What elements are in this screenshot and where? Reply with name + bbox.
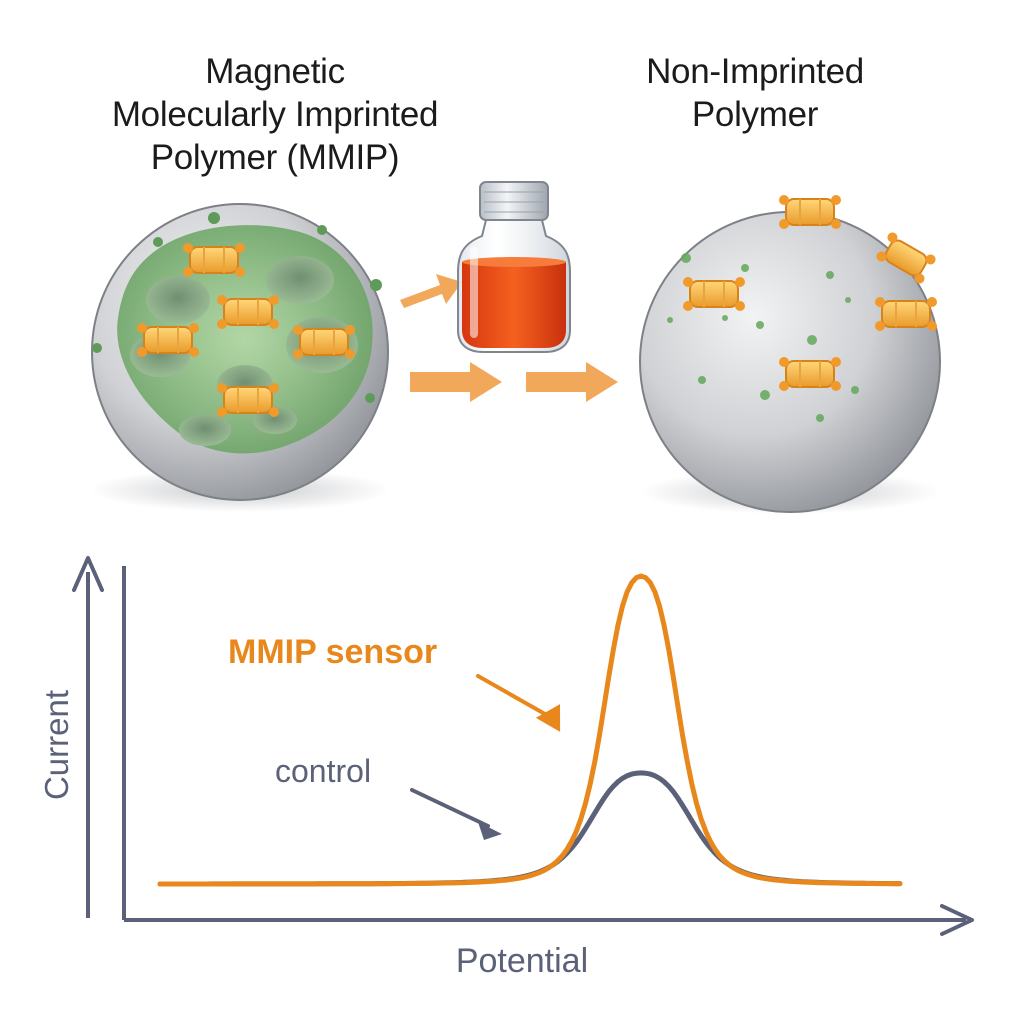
control-annotation-arrowhead-icon	[478, 822, 502, 840]
nip-molecule-5	[779, 357, 841, 391]
mmip-template-molecule-3	[137, 323, 199, 357]
mmip-title: Magnetic Molecularly Imprinted Polymer (…	[40, 50, 510, 179]
arrow-right-2-icon	[526, 362, 618, 402]
y-axis-label: Current	[38, 690, 75, 800]
x-axis-arrowhead-icon	[940, 904, 974, 936]
mmip-title-line-1: Magnetic	[205, 52, 345, 91]
nip-molecule-4	[875, 297, 937, 331]
mmip-title-line-2: Molecularly Imprinted	[111, 95, 439, 134]
voltammogram-chart: Current Potential MMIP sensor control	[38, 556, 974, 980]
nip-title-line-1: Non-Imprinted	[646, 52, 864, 91]
mmip-sensor-annotation: MMIP sensor	[228, 633, 437, 671]
arrow-to-bottle-icon	[400, 274, 462, 308]
y-axis-arrowhead-icon	[72, 556, 104, 592]
nip-molecule-3	[683, 277, 745, 311]
solvent-bottle-icon	[457, 181, 571, 353]
mmip-annotation-arrow-line	[476, 674, 554, 720]
nip-molecule-2	[876, 232, 936, 284]
nip-green-dots	[667, 253, 859, 422]
arrow-right-1-icon	[410, 362, 502, 402]
mmip-title-line-3: Polymer (MMIP)	[150, 138, 400, 177]
mmip-annotation-arrowhead-icon	[535, 704, 561, 732]
mmip-template-molecule-2	[217, 295, 279, 329]
mmip-sphere	[90, 203, 390, 512]
mmip-template-molecule-1	[183, 243, 245, 277]
x-axis-label: Potential	[456, 942, 588, 980]
nip-title-line-2: Polymer	[691, 95, 819, 134]
control-annotation-arrow-line	[410, 788, 490, 828]
nip-sphere	[639, 195, 941, 514]
mmip-template-molecule-4	[293, 325, 355, 359]
nip-molecule-1	[779, 195, 841, 229]
mmip-template-molecule-5	[217, 383, 279, 417]
nip-title: Non-Imprinted Polymer	[560, 50, 950, 136]
control-annotation: control	[275, 753, 371, 789]
control-curve	[157, 770, 903, 887]
mmip-green-dots	[92, 212, 382, 403]
mmip-sensor-curve	[157, 573, 903, 887]
